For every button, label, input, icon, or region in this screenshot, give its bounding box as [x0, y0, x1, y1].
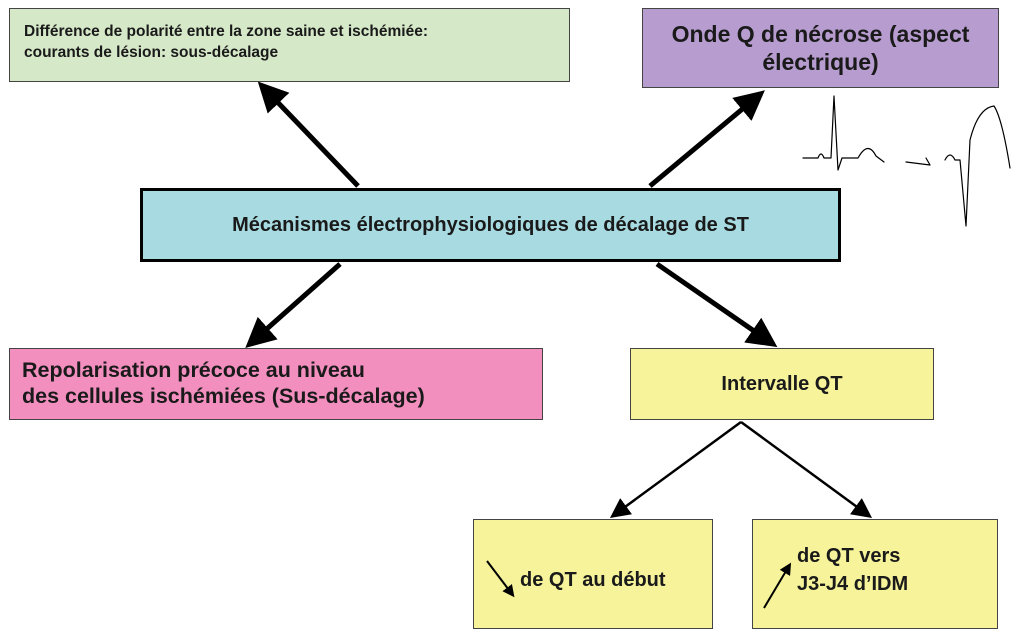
arrow-to-qt	[655, 261, 778, 348]
down-right-arrow-icon	[486, 560, 515, 598]
arrow-to-mid-left	[245, 262, 342, 348]
box-st-mechanisms-label: Mécanismes électrophysiologiques de déca…	[232, 213, 749, 236]
box-qt-increase: de QT vers J3-J4 d’IDM	[752, 519, 998, 629]
box-qt-increase-line-2: J3-J4 d’IDM	[797, 573, 909, 595]
box-current-of-injury: Différence de polarité entre la zone sai…	[9, 8, 570, 82]
arrow-to-bottom-right	[740, 420, 873, 518]
box-early-repolarisation-line-1: Repolarisation précoce au niveau	[22, 358, 365, 382]
box-qt-interval-label: Intervalle QT	[721, 372, 843, 395]
box-st-mechanisms: Mécanismes électrophysiologiques de déca…	[140, 188, 841, 262]
box-early-repolarisation-line-2: des cellules ischémiées (Sus-décalage)	[22, 384, 425, 408]
ecg-waveform-sketch	[802, 95, 1011, 227]
arrow-to-top-left	[257, 81, 360, 188]
box-current-of-injury-line-2: courants de lésion: sous-décalage	[24, 44, 279, 61]
box-q-wave-necrosis: Onde Q de nécrose (aspect électrique)	[642, 8, 999, 88]
arrow-to-top-right	[648, 90, 765, 188]
box-qt-decrease: de QT au début	[473, 519, 713, 629]
box-current-of-injury-line-1: Différence de polarité entre la zone sai…	[24, 23, 429, 40]
box-q-wave-necrosis-line-1: Onde Q de nécrose (aspect	[671, 21, 970, 47]
box-qt-increase-line-1: de QT vers	[797, 545, 901, 567]
up-right-arrow-icon	[763, 562, 792, 609]
box-qt-decrease-label: de QT au début	[520, 569, 666, 591]
box-qt-interval: Intervalle QT	[630, 348, 934, 420]
box-early-repolarisation: Repolarisation précoce au niveau des cel…	[9, 348, 543, 420]
box-q-wave-necrosis-line-2: électrique)	[762, 49, 879, 75]
arrow-to-bottom-left	[609, 420, 742, 518]
